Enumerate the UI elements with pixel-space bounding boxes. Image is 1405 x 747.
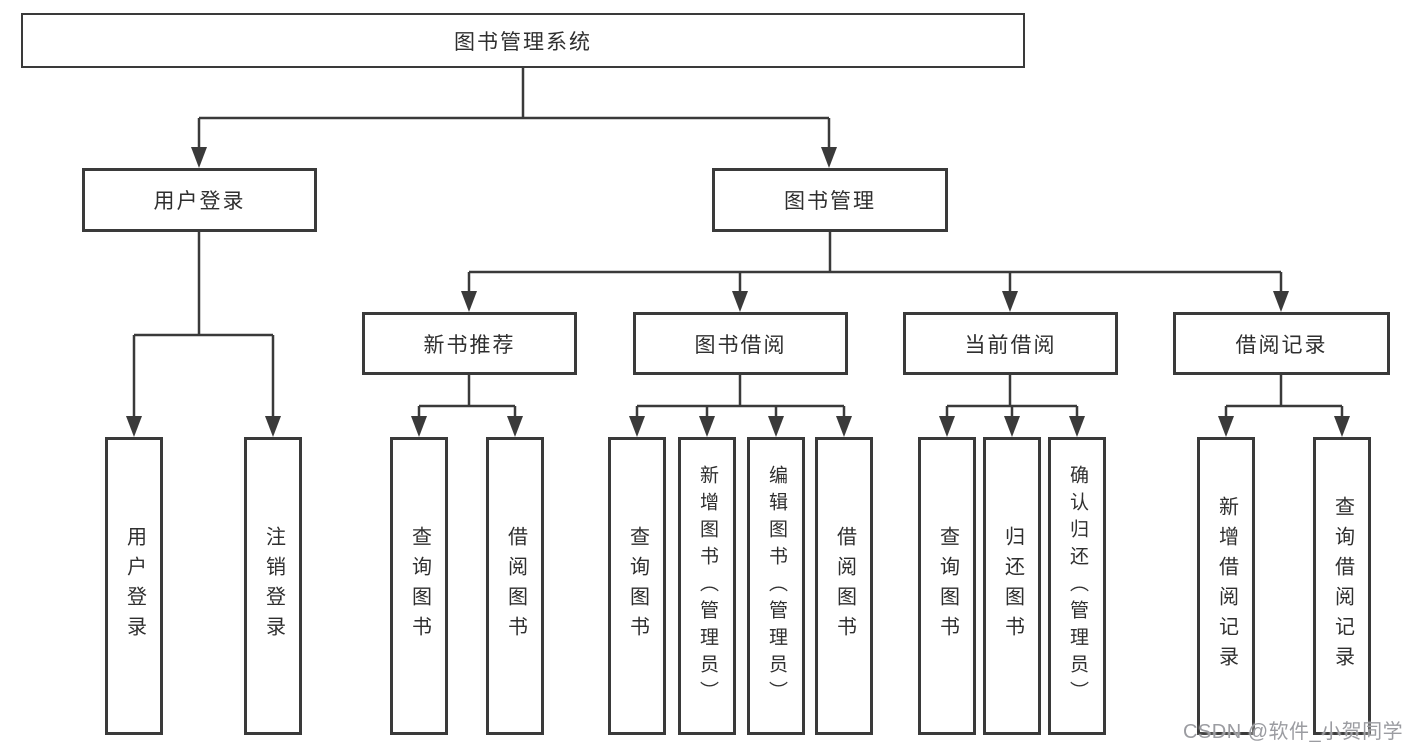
connector-root-to-level2 (191, 68, 837, 168)
node-borrowing-records: 借阅记录 (1173, 312, 1390, 375)
node-root: 图书管理系统 (21, 13, 1025, 68)
node-query-books-current-label: 查询图书 (936, 526, 959, 646)
node-book-management-label: 图书管理 (784, 190, 876, 213)
node-user-login-label: 用户登录 (153, 190, 246, 213)
connector-book-management-children (461, 232, 1289, 312)
node-borrow-books-borrowing-label: 借阅图书 (833, 526, 856, 646)
connector-borrowing-records-children (1218, 375, 1350, 437)
node-query-books-recommend: 查询图书 (390, 437, 448, 735)
node-user-login-leaf-label: 用户登录 (123, 526, 146, 646)
node-new-book-recommend: 新书推荐 (362, 312, 577, 375)
node-borrow-books-recommend: 借阅图书 (486, 437, 544, 735)
node-edit-book-admin-label: 编辑图书（管理员） (765, 464, 787, 708)
node-book-management: 图书管理 (712, 168, 948, 232)
node-add-borrow-record: 新增借阅记录 (1197, 437, 1255, 735)
node-add-book-admin: 新增图书（管理员） (678, 437, 736, 735)
node-query-books-current: 查询图书 (918, 437, 976, 735)
node-add-borrow-record-label: 新增借阅记录 (1215, 496, 1238, 676)
node-user-login: 用户登录 (82, 168, 317, 232)
node-query-borrow-record-label: 查询借阅记录 (1331, 496, 1354, 676)
node-return-books-label: 归还图书 (1001, 526, 1024, 646)
node-query-borrow-record: 查询借阅记录 (1313, 437, 1371, 735)
connector-user-login-children (126, 232, 281, 437)
connector-new-book-children (411, 375, 523, 437)
node-return-books: 归还图书 (983, 437, 1041, 735)
node-root-label: 图书管理系统 (454, 30, 592, 54)
node-borrowing-records-label: 借阅记录 (1235, 333, 1328, 357)
node-book-borrowing: 图书借阅 (633, 312, 848, 375)
csdn-watermark: CSDN @软件_小贺同学 (1183, 721, 1404, 743)
node-borrow-books-recommend-label: 借阅图书 (504, 526, 527, 646)
node-add-book-admin-label: 新增图书（管理员） (696, 464, 718, 708)
node-current-borrowing: 当前借阅 (903, 312, 1118, 375)
node-current-borrowing-label: 当前借阅 (964, 333, 1057, 357)
node-query-books-borrowing: 查询图书 (608, 437, 666, 735)
node-logout: 注销登录 (244, 437, 302, 735)
node-logout-label: 注销登录 (262, 526, 285, 646)
node-confirm-return-admin: 确认归还（管理员） (1048, 437, 1106, 735)
node-query-books-borrowing-label: 查询图书 (626, 526, 649, 646)
connector-book-borrowing-children (629, 375, 852, 437)
node-edit-book-admin: 编辑图书（管理员） (747, 437, 805, 735)
node-new-book-recommend-label: 新书推荐 (423, 333, 516, 357)
connector-current-borrowing-children (939, 375, 1085, 437)
node-user-login-leaf: 用户登录 (105, 437, 163, 735)
node-query-books-recommend-label: 查询图书 (408, 526, 431, 646)
node-borrow-books-borrowing: 借阅图书 (815, 437, 873, 735)
node-confirm-return-admin-label: 确认归还（管理员） (1066, 464, 1088, 708)
node-book-borrowing-label: 图书借阅 (694, 333, 787, 357)
